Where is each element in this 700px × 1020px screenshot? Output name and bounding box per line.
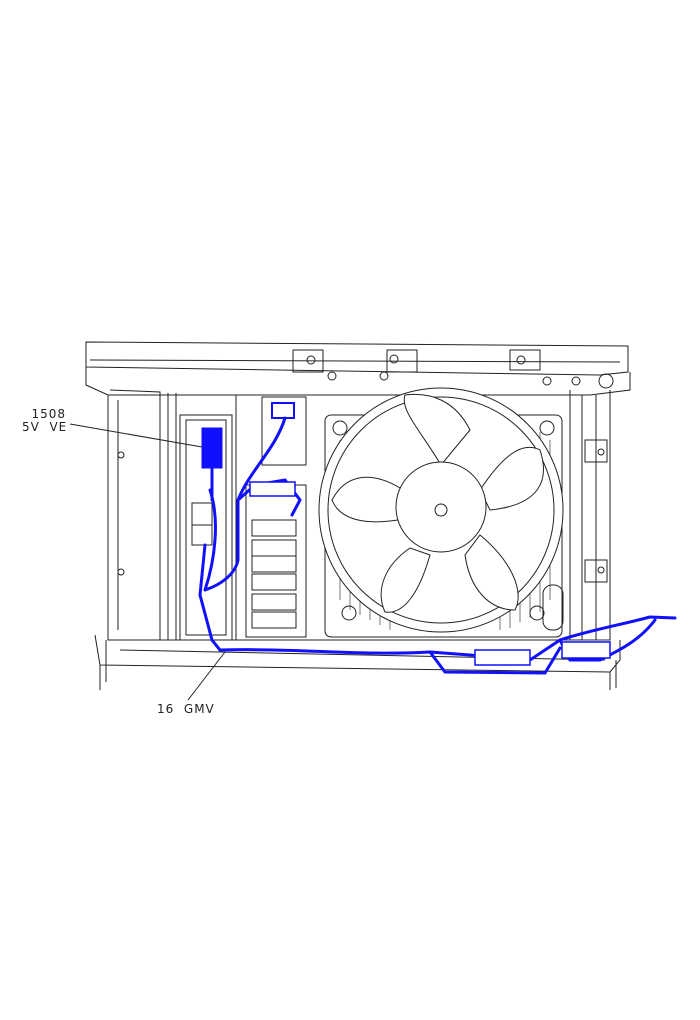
wiring-harness (198, 402, 677, 675)
bottom-rail (94, 634, 621, 690)
fuse-block (235, 395, 307, 640)
connector-1508 (201, 427, 223, 469)
left-module (167, 393, 233, 641)
fan (318, 387, 564, 633)
callout-1508-code: 1508 (31, 407, 66, 421)
callout-leader-1508 (69, 423, 203, 448)
callout-leader-harness (187, 651, 226, 701)
callout-harness: 16 GMV (157, 702, 215, 716)
upper-connector (271, 402, 295, 419)
callout-1508: 1508 5V VE (22, 408, 66, 434)
callout-1508-desc: 5V VE (22, 420, 68, 434)
radiator-frame (85, 341, 631, 641)
